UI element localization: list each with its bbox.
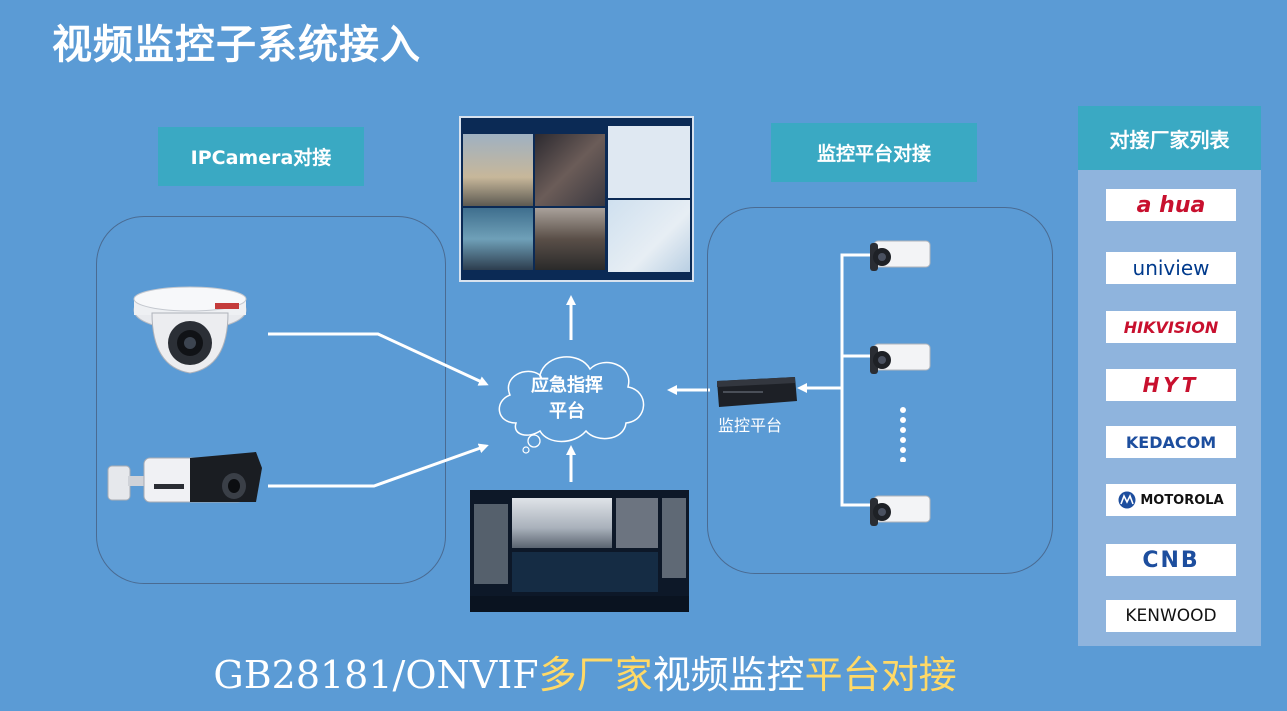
camera-bracket-line: [840, 253, 870, 507]
vendor-panel: 对接厂家列表 a hua uniview HIKVISION HYT KEDAC…: [1078, 106, 1261, 646]
cloud-label: 应急指挥 平台: [512, 373, 622, 425]
video-tile: [512, 498, 612, 548]
video-tile: [535, 208, 605, 270]
motorola-emblem-icon: [1118, 491, 1136, 509]
logo-uniview: uniview: [1106, 252, 1236, 284]
video-tile: [662, 498, 686, 578]
footer-part4: 平台对接: [804, 653, 957, 697]
control-panel: [512, 552, 658, 592]
map-panel: [608, 200, 690, 272]
monitoring-screen-top: [459, 116, 694, 282]
footer-caption: GB28181/ONVIF多厂家视频监控平台对接: [0, 644, 1170, 699]
arrow-dome-to-cloud: [268, 332, 489, 386]
arrow-bullet-to-cloud: [268, 443, 489, 488]
logo-uniview-text: uniview: [1132, 256, 1210, 280]
logo-hikvision: HIKVISION: [1106, 311, 1236, 343]
logo-kedacom-text: KEDACOM: [1125, 432, 1217, 452]
platform-group: [707, 207, 1053, 574]
bullet-camera-icon: [870, 495, 931, 526]
video-tile: [535, 134, 605, 206]
ellipsis-dots: [900, 407, 906, 462]
video-tile: [463, 134, 533, 206]
cloud-icon: [498, 356, 645, 454]
command-screen-bottom: [470, 490, 689, 612]
logo-cnb-text: CNB: [1142, 547, 1200, 573]
cloud-label-line2: 平台: [549, 401, 585, 422]
data-panel: [608, 126, 690, 198]
video-tile: [463, 208, 533, 270]
logo-alhua-text: a hua: [1136, 192, 1206, 218]
footer-part2: 多厂家: [538, 653, 653, 697]
logo-motorola-text: MOTOROLA: [1140, 492, 1224, 508]
footer-part1: GB28181/ONVIF: [213, 653, 539, 697]
video-tile: [616, 498, 658, 548]
logo-kedacom: KEDACOM: [1106, 426, 1236, 458]
toolbar: [470, 596, 689, 612]
video-tile: [474, 504, 508, 584]
logo-kenwood: KENWOOD: [1106, 600, 1236, 632]
logo-hyt: HYT: [1106, 369, 1236, 401]
bullet-camera-icon: [870, 240, 931, 271]
ipcamera-group: [96, 216, 446, 584]
bullet-camera-icon: [107, 452, 262, 503]
logo-hikvision-text: HIKVISION: [1123, 317, 1219, 337]
platform-tag: 监控平台对接: [771, 123, 977, 182]
logo-kenwood-text: KENWOOD: [1125, 606, 1217, 626]
logo-motorola: MOTOROLA: [1106, 484, 1236, 516]
page-title: 视频监控子系统接入: [52, 22, 421, 68]
vendor-panel-heading: 对接厂家列表: [1078, 106, 1261, 170]
platform-device-label: 监控平台: [718, 416, 783, 435]
cloud-label-line1: 应急指挥: [531, 375, 603, 396]
logo-hyt-text: HYT: [1142, 373, 1200, 397]
bullet-camera-icon: [870, 343, 931, 374]
dome-camera-icon: [133, 286, 247, 374]
footer-part3: 视频监控: [652, 653, 805, 697]
logo-cnb: CNB: [1106, 544, 1236, 576]
nvr-device-icon: [717, 377, 797, 407]
logo-alhua: a hua: [1106, 189, 1236, 221]
ipcamera-tag: IPCamera对接: [158, 127, 364, 186]
